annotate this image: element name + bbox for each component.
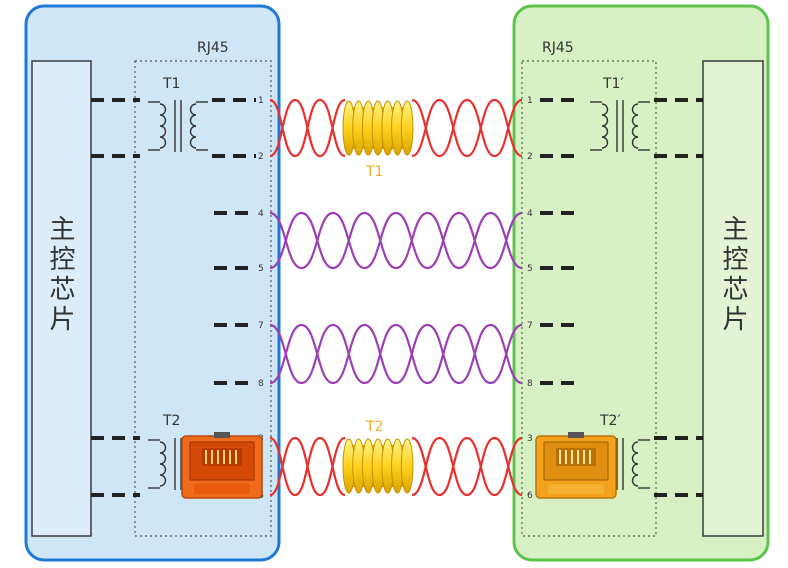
primary-winding — [159, 441, 167, 487]
secondary-winding — [631, 441, 639, 487]
left-t1-transformer — [148, 100, 208, 152]
right-pin-1: 1 — [527, 96, 533, 106]
cable-wire — [269, 323, 523, 385]
primary-winding — [601, 103, 609, 149]
right-main-chip — [702, 60, 764, 537]
left-chip-label: 主控芯片 — [45, 215, 75, 335]
cable-wire — [269, 211, 523, 270]
pair-4-5 — [269, 211, 523, 270]
right-pin-3: 3 — [527, 434, 533, 444]
secondary-winding — [189, 103, 197, 149]
left-pin-8: 8 — [258, 379, 264, 389]
cable-wire — [269, 436, 346, 497]
cable-wire — [411, 98, 523, 158]
left-rj45-label: RJ45 — [197, 40, 229, 56]
secondary-winding — [631, 103, 639, 149]
coil-turn — [400, 438, 414, 494]
right-rj45-box — [521, 60, 657, 537]
right-chip-label: 主控芯片 — [718, 215, 748, 335]
cable-wire — [269, 323, 523, 385]
right-pin-5: 5 — [527, 264, 533, 274]
cable-wire — [411, 436, 523, 497]
pair-1-2-left — [269, 98, 346, 158]
primary-winding — [159, 103, 167, 149]
pair-3-6-right — [411, 436, 523, 497]
right-pin-7: 7 — [527, 321, 533, 331]
left-pin-5: 5 — [258, 264, 264, 274]
cable-wire — [269, 98, 346, 158]
right-t1-transformer — [590, 100, 650, 152]
right-rj45-label: RJ45 — [542, 40, 574, 56]
pair-3-6-left — [269, 436, 346, 497]
cable-t1-coil — [342, 100, 414, 156]
cable-wire — [411, 98, 523, 158]
pair-1-2-right — [411, 98, 523, 158]
left-pin-2: 2 — [258, 152, 264, 162]
right-rj45-jack-icon — [535, 432, 617, 499]
left-pin-4: 4 — [258, 209, 264, 219]
right-pin-8: 8 — [527, 379, 533, 389]
twisted-pair-cables — [269, 98, 523, 497]
right-t1-label: T1′ — [602, 76, 624, 92]
coil-turn — [400, 100, 414, 156]
right-pin-4: 4 — [527, 209, 533, 219]
cable-t2-coil — [342, 438, 414, 494]
cable-wire — [411, 436, 523, 497]
right-t2-label: T2′ — [599, 413, 621, 429]
left-t2-label: T2 — [162, 413, 180, 429]
right-pin-6: 6 — [527, 491, 533, 501]
pair-7-8 — [269, 323, 523, 385]
left-t1-label: T1 — [162, 76, 180, 92]
cable-t2-label: T2 — [365, 419, 383, 435]
left-main-chip — [31, 60, 92, 537]
common-mode-coils — [342, 100, 414, 494]
cable-t1-label: T1 — [365, 164, 383, 180]
right-pin-labels: 1 2 4 5 7 8 3 6 — [527, 96, 533, 501]
left-pin-7: 7 — [258, 321, 264, 331]
left-rj45-jack-icon — [181, 432, 263, 499]
left-pin-1: 1 — [258, 96, 264, 106]
cable-wire — [269, 211, 523, 270]
right-pin-2: 2 — [527, 152, 533, 162]
